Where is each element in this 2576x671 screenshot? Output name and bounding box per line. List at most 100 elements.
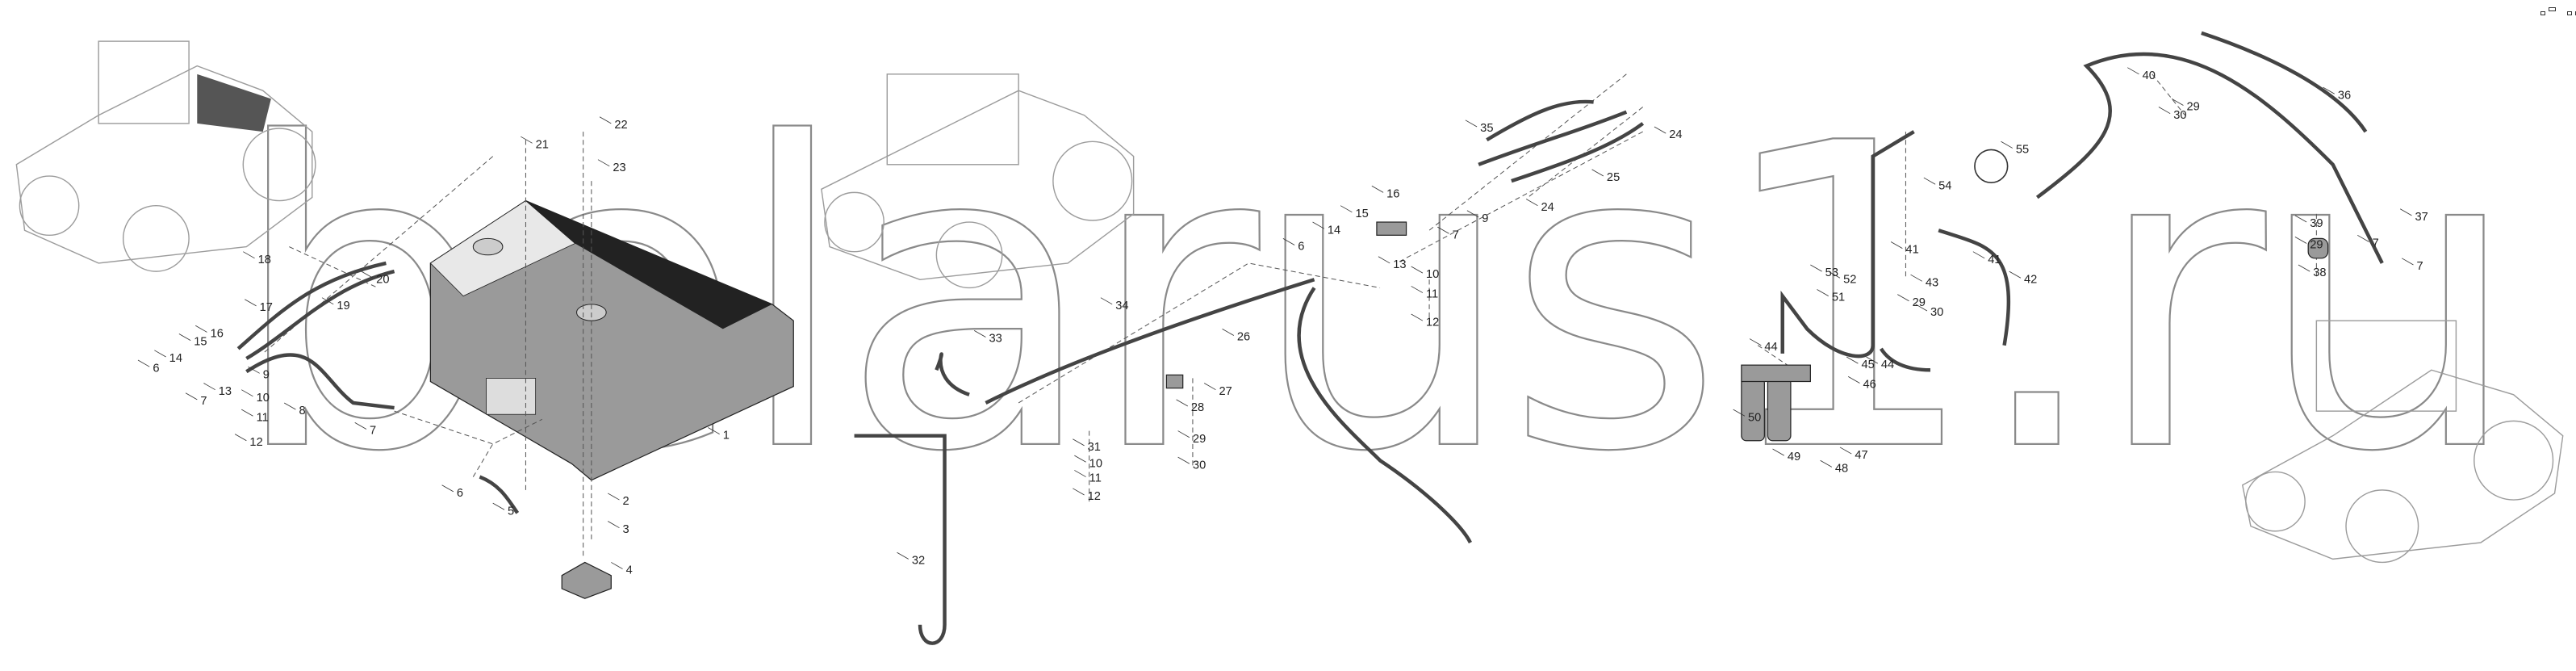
part-number-label[interactable]: 12	[1088, 490, 1101, 503]
part-number-label[interactable]: 50	[1748, 411, 1761, 424]
part-number-label[interactable]: 29	[2310, 239, 2323, 252]
fuel-tank	[429, 199, 794, 481]
part-number-label[interactable]: 27	[1219, 385, 1232, 398]
part-number-label[interactable]: 30	[1930, 306, 1943, 319]
part-number-label[interactable]: 54	[1938, 179, 1951, 192]
part-number-label[interactable]: 16	[211, 328, 224, 341]
tractor-illustration-right	[2241, 320, 2564, 564]
part-number-label[interactable]: 52	[1843, 273, 1856, 286]
part-number-label[interactable]: 40	[2143, 69, 2156, 82]
part-number-label[interactable]: 22	[614, 119, 627, 132]
part-number-label[interactable]: 29	[2187, 101, 2200, 114]
fullscreen-icon[interactable]	[2549, 7, 2556, 11]
part-number-label[interactable]: 30	[2173, 109, 2186, 122]
part-number-label[interactable]: 36	[2338, 89, 2351, 102]
part-number-label[interactable]: 31	[1088, 441, 1101, 454]
part-number-label[interactable]: 47	[1855, 449, 1867, 462]
part-number-label[interactable]: 10	[1089, 457, 1102, 470]
part-number-label[interactable]: 46	[1863, 379, 1876, 392]
part-number-label[interactable]: 10	[257, 392, 270, 405]
part-number-label[interactable]: 49	[1788, 451, 1800, 463]
part-number-label[interactable]: 3	[623, 523, 629, 536]
part-number-label[interactable]: 44	[1764, 341, 1777, 354]
part-number-label[interactable]: 23	[613, 161, 625, 174]
part-number-label[interactable]: 13	[1393, 258, 1406, 271]
part-number-label[interactable]: 2	[623, 495, 629, 508]
part-number-label[interactable]: 19	[337, 300, 349, 312]
part-number-label[interactable]: 29	[1193, 433, 1206, 446]
part-number-label[interactable]: 6	[153, 362, 159, 375]
part-number-label[interactable]: 7	[2373, 237, 2379, 250]
part-number-label[interactable]: 5	[508, 505, 514, 518]
leader-line	[2323, 86, 2335, 94]
part-number-label[interactable]: 11	[1089, 472, 1102, 485]
part-number-label[interactable]: 11	[257, 411, 269, 424]
part-number-label[interactable]: 14	[1328, 224, 1340, 237]
part-number-label[interactable]: 11	[1426, 288, 1438, 301]
part-number-label[interactable]: 21	[536, 138, 549, 151]
part-number-label[interactable]: 51	[1832, 291, 1845, 304]
leader-line	[2298, 264, 2310, 272]
part-number-label[interactable]: 33	[989, 333, 1002, 346]
part-number-label[interactable]: 6	[1298, 241, 1304, 254]
leader-line	[1591, 169, 1604, 177]
part-number-label[interactable]: 44	[1881, 359, 1894, 371]
part-number-label[interactable]: 7	[2417, 260, 2423, 273]
part-number-label[interactable]: 25	[1607, 171, 1620, 184]
part-number-label[interactable]: 45	[1861, 359, 1874, 371]
part-number-label[interactable]: 39	[2310, 217, 2323, 230]
part-number-label[interactable]: 13	[219, 385, 232, 398]
leader-line	[1177, 430, 1190, 438]
zoom-toggle-icon[interactable]	[2540, 11, 2545, 15]
part-number-label[interactable]: 15	[1355, 208, 1368, 220]
part-number-label[interactable]: 8	[299, 405, 306, 417]
part-number-label[interactable]: 38	[2313, 266, 2326, 279]
part-number-label[interactable]: 35	[1480, 122, 1493, 135]
part-number-label[interactable]: 7	[370, 425, 376, 438]
leader-line	[1972, 251, 1985, 259]
part-number-label[interactable]: 20	[376, 273, 389, 286]
option-1-icon[interactable]	[2567, 11, 2572, 15]
part-number-label[interactable]: 1	[723, 430, 730, 442]
part-number-label[interactable]: 41	[1905, 244, 1918, 257]
tractor-illustration-left	[15, 40, 316, 272]
part-number-label[interactable]: 42	[2024, 273, 2037, 286]
part-number-label[interactable]: 12	[1426, 316, 1439, 329]
part-number-label[interactable]: 10	[1426, 268, 1439, 281]
part-number-label[interactable]: 18	[258, 254, 271, 266]
leader-line	[2009, 270, 2022, 279]
leader-line	[1846, 356, 1859, 364]
part-number-label[interactable]: 34	[1115, 300, 1128, 312]
part-number-label[interactable]: 48	[1835, 462, 1848, 475]
part-number-label[interactable]: 32	[912, 554, 925, 567]
part-number-label[interactable]: 6	[457, 487, 463, 500]
part-number-label[interactable]: 29	[1913, 296, 1926, 309]
part-number-label[interactable]: 37	[2415, 211, 2428, 224]
part-number-label[interactable]: 15	[194, 336, 207, 349]
leader-line	[1654, 126, 1666, 134]
part-number-label[interactable]: 9	[263, 368, 270, 381]
part-number-label[interactable]: 24	[1669, 128, 1682, 141]
part-number-label[interactable]: 4	[626, 564, 633, 577]
leader-line	[2357, 234, 2369, 242]
leader-line	[203, 383, 215, 391]
part-number-label[interactable]: 7	[200, 395, 207, 408]
part-number-label[interactable]: 28	[1191, 401, 1204, 414]
part-number-label[interactable]: 30	[1193, 459, 1206, 472]
part-number-label[interactable]: 14	[169, 352, 182, 365]
part-number-label[interactable]: 24	[1541, 201, 1554, 214]
part-number-label[interactable]: 55	[2016, 144, 2029, 157]
part-number-label[interactable]: 43	[1926, 276, 1938, 289]
part-number-label[interactable]: 16	[1386, 188, 1399, 201]
part-number-label[interactable]: 26	[1237, 331, 1250, 344]
part-number-label[interactable]: 17	[260, 301, 273, 314]
leader-line	[243, 251, 255, 259]
leader-line	[321, 297, 334, 305]
part-number-label[interactable]: 7	[1453, 229, 1459, 241]
leader-line	[1772, 448, 1784, 456]
part-number-label[interactable]: 9	[1482, 212, 1488, 225]
leader-line	[2172, 99, 2184, 106]
part-number-label[interactable]: 41	[1988, 254, 2001, 266]
part-number-label[interactable]: 12	[249, 436, 262, 449]
leader-line	[2294, 215, 2307, 223]
